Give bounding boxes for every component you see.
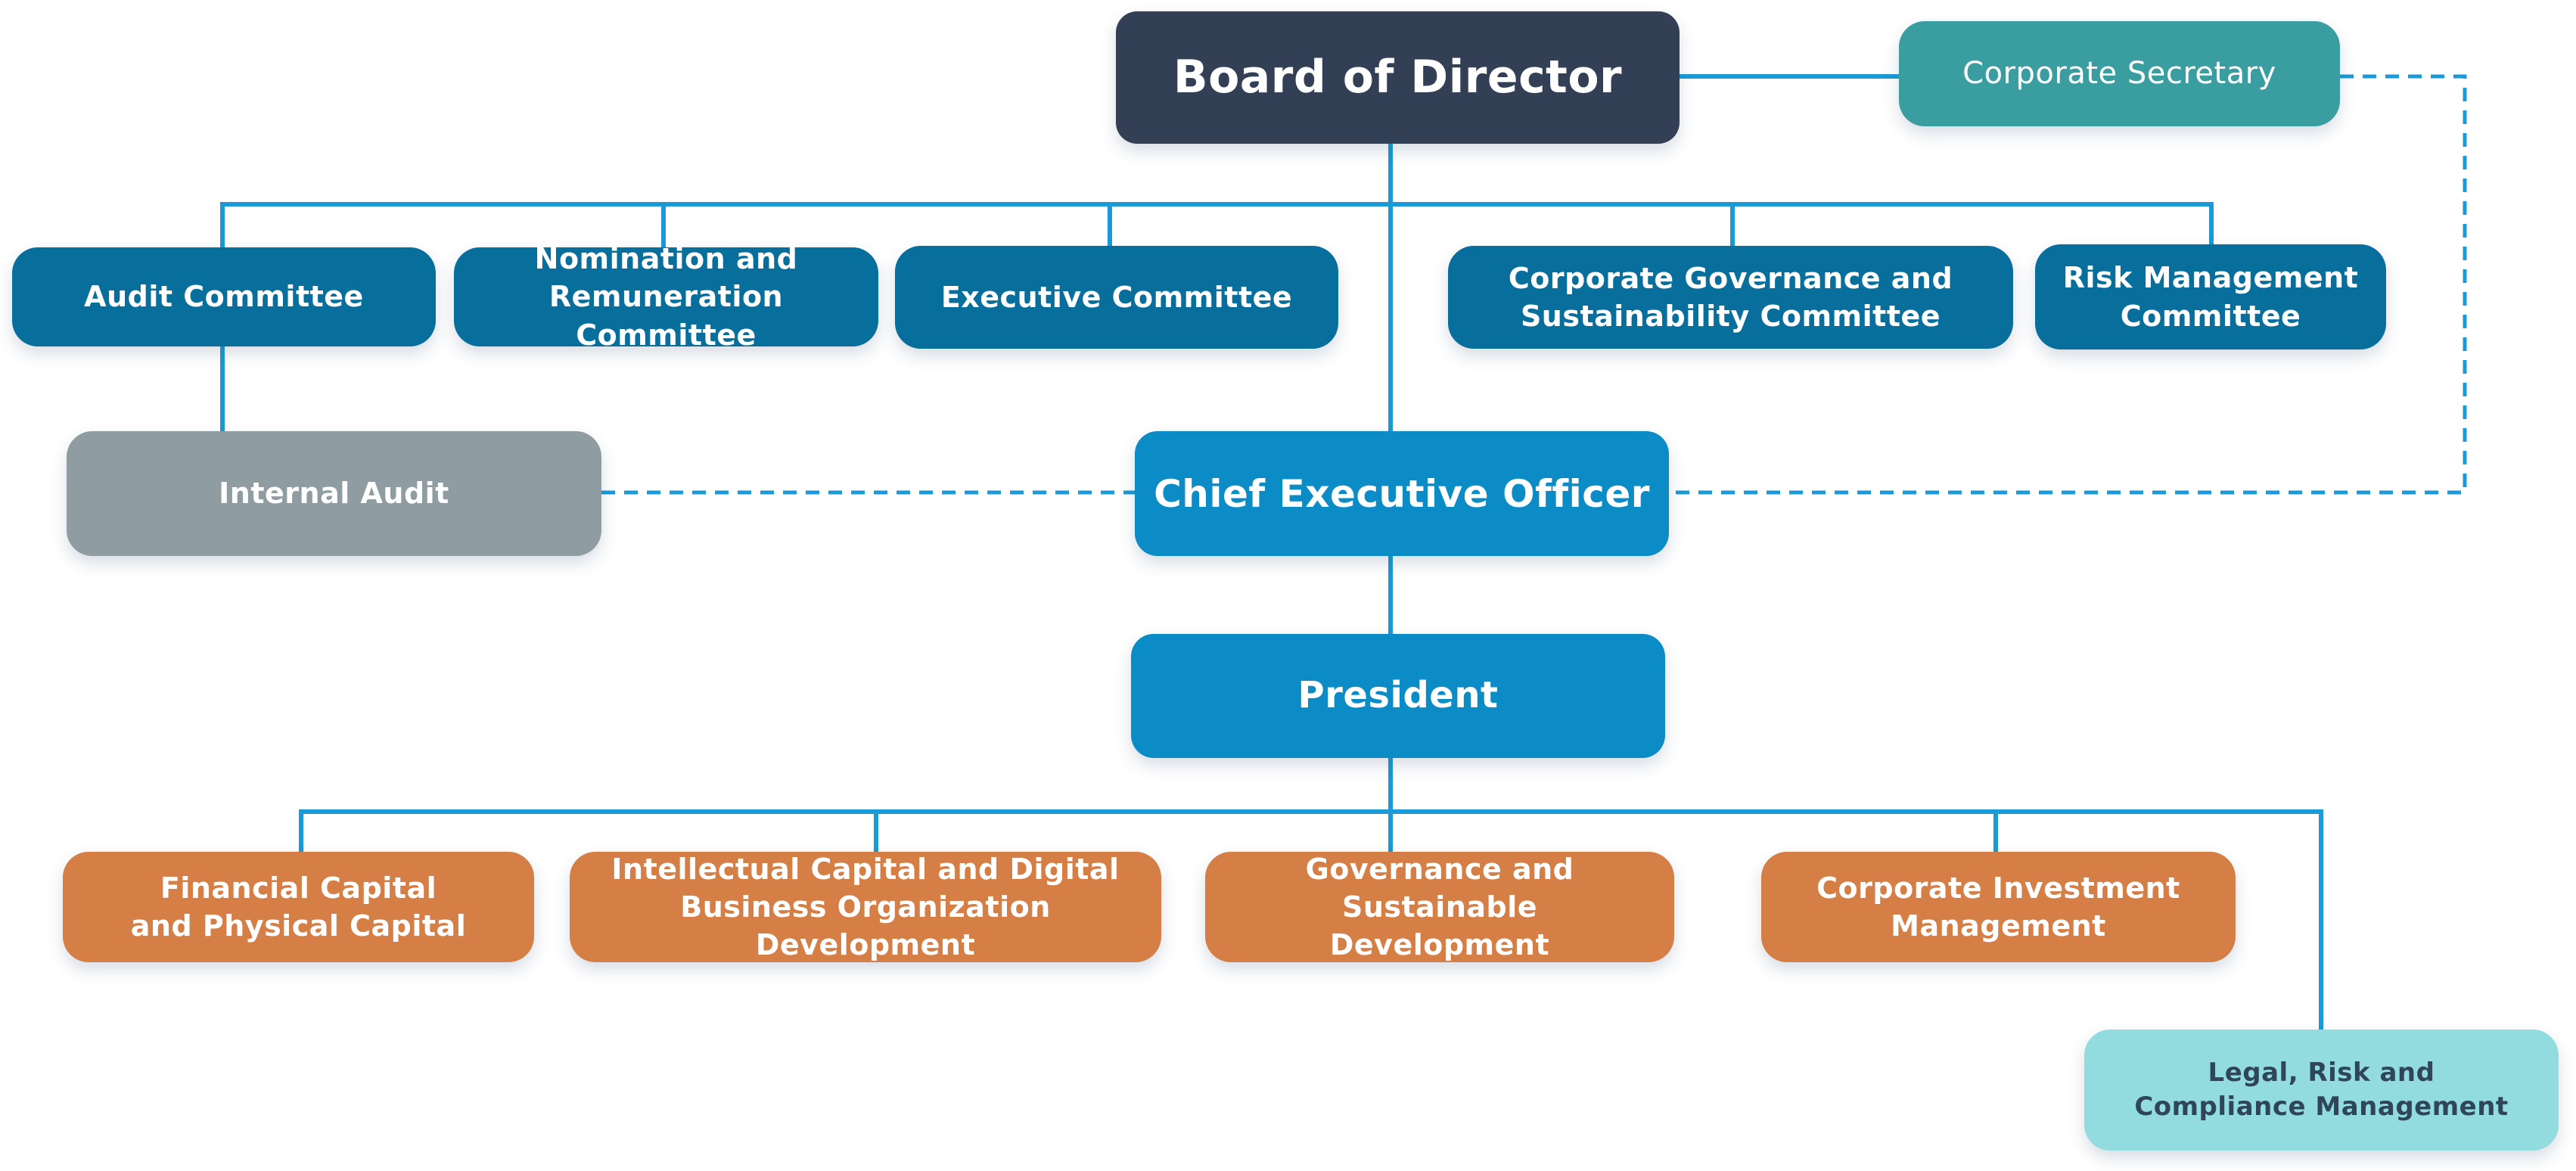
internal-audit-box: Internal Audit: [67, 431, 601, 556]
committee-label: Nomination and Remuneration Committee: [534, 242, 798, 352]
board-of-director-box: Board of Director: [1116, 11, 1680, 144]
committee-label: Executive Committee: [940, 280, 1293, 314]
nomination-remuneration-committee-box: Nomination and Remuneration Committee: [454, 242, 878, 352]
chief-executive-officer-box: Chief Executive Officer: [1135, 431, 1669, 556]
board-of-director-label: Board of Director: [1173, 50, 1623, 104]
corporate-secretary-box: Corporate Secretary: [1899, 21, 2340, 126]
risk-management-committee-box: Risk Management Committee: [2035, 244, 2386, 349]
function-label: Governance and Sustainable Development: [1305, 852, 1574, 962]
financial-physical-capital-box: Financial Capital and Physical Capital: [63, 852, 534, 962]
executive-committee-box: Executive Committee: [895, 246, 1338, 349]
function-label: Financial Capital and Physical Capital: [130, 871, 467, 943]
corporate-investment-management-box: Corporate Investment Management: [1761, 852, 2236, 962]
president-label: President: [1297, 674, 1499, 717]
committee-label: Audit Committee: [84, 280, 364, 314]
governance-sustainable-development-box: Governance and Sustainable Development: [1205, 852, 1674, 962]
legal-risk-compliance-box: Legal, Risk and Compliance Management: [2084, 1030, 2559, 1151]
committee-label: Corporate Governance and Sustainability …: [1508, 261, 1953, 333]
chief-executive-officer-label: Chief Executive Officer: [1154, 471, 1650, 516]
audit-committee-box: Audit Committee: [12, 247, 436, 346]
legal-risk-compliance-label: Legal, Risk and Compliance Management: [2134, 1058, 2509, 1122]
function-label: Intellectual Capital and Digital Busines…: [611, 852, 1120, 962]
committee-label: Risk Management Committee: [2062, 261, 2359, 333]
internal-audit-label: Internal Audit: [219, 477, 449, 511]
corporate-secretary-label: Corporate Secretary: [1962, 56, 2276, 92]
function-label: Corporate Investment Management: [1816, 871, 2180, 943]
intellectual-capital-digital-box: Intellectual Capital and Digital Busines…: [570, 852, 1161, 962]
president-box: President: [1131, 634, 1665, 758]
corporate-governance-sustainability-committee-box: Corporate Governance and Sustainability …: [1448, 246, 2013, 349]
